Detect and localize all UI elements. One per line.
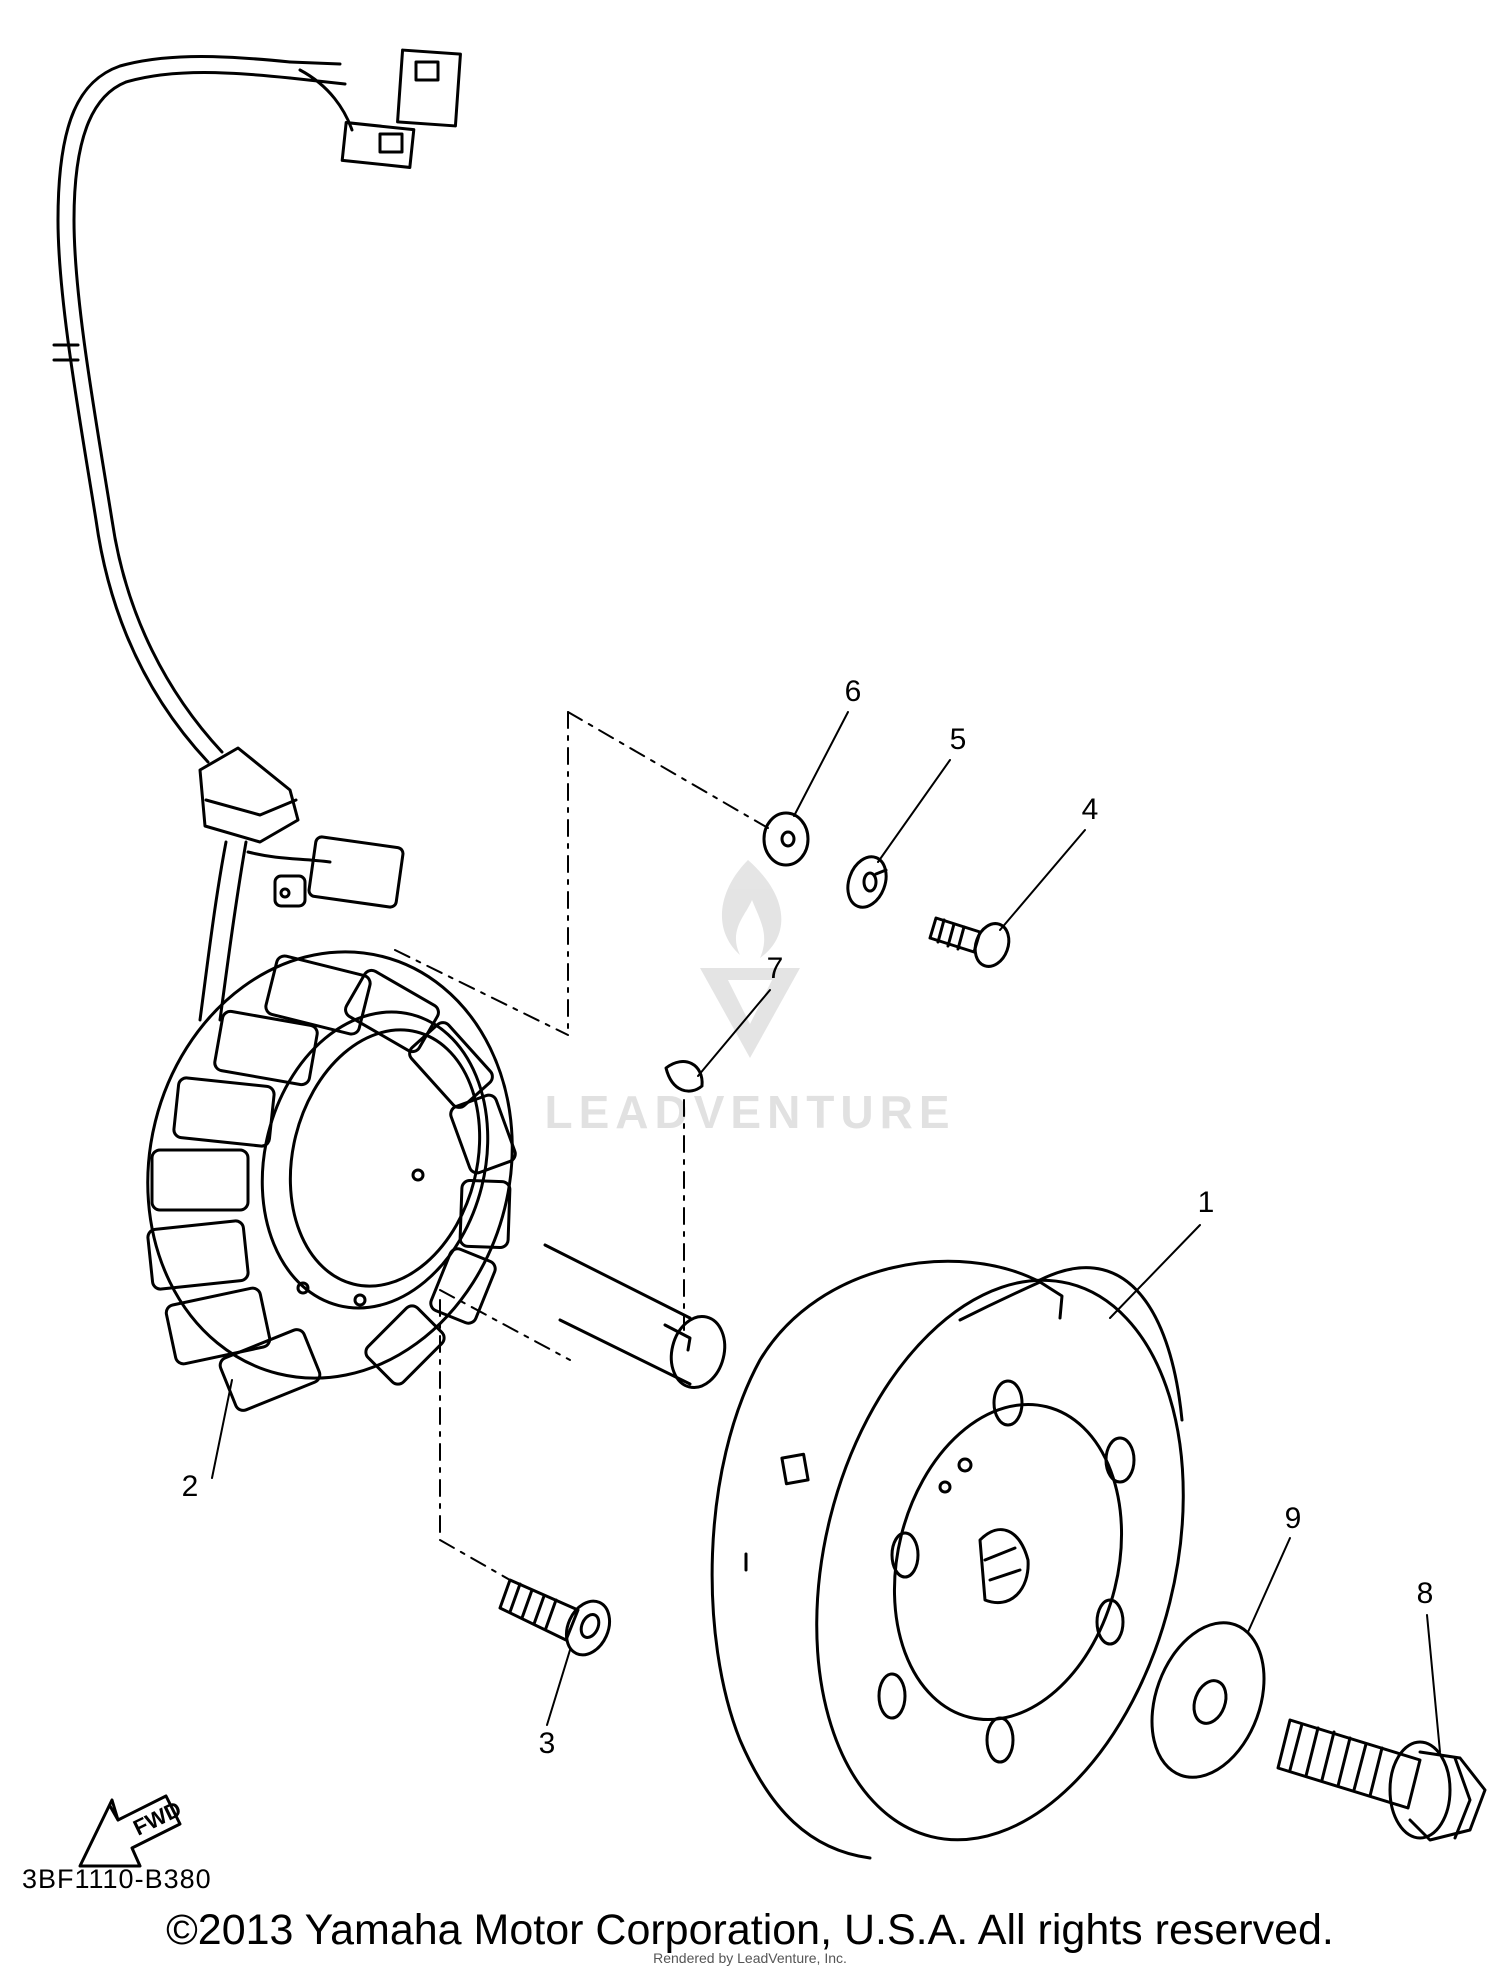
callout-numbers: 1 2 3 4 5 6 7 8 9: [182, 675, 1434, 1760]
forward-arrow-icon: [78, 1794, 182, 1868]
lockwasher-part-5: [846, 855, 888, 909]
drawing-code: 3BF1110-B380: [22, 1864, 212, 1894]
copyright-notice: ©2013 Yamaha Motor Corporation, U.S.A. A…: [166, 1906, 1334, 1954]
woodruff-key-part-7: [664, 1060, 704, 1093]
crankshaft-stub: [543, 1243, 727, 1389]
flame-icon: [721, 860, 782, 958]
stator-assembly: [146, 950, 517, 1412]
callout-1: 1: [1198, 1186, 1215, 1219]
callout-2: 2: [182, 1470, 199, 1503]
watermark-text: LEADVENTURE: [544, 1086, 955, 1138]
callout-8: 8: [1417, 1577, 1434, 1610]
callout-3: 3: [539, 1727, 556, 1760]
washer-part-6: [762, 811, 810, 867]
callout-7: 7: [767, 952, 784, 985]
wire-harness: [52, 48, 462, 1022]
callout-6: 6: [845, 675, 862, 708]
screw-part-4: [928, 916, 1011, 968]
callout-5: 5: [950, 723, 967, 756]
bolt-part-8: [1276, 1718, 1487, 1842]
leader-lines: [211, 711, 1441, 1753]
washer-part-9: [1150, 1621, 1266, 1779]
v-mark-icon: [700, 968, 800, 1058]
leadventure-watermark: LEADVENTURE: [544, 860, 955, 1138]
render-note: Rendered by LeadVenture, Inc.: [653, 1950, 847, 1966]
assembly-guide-lines: [394, 711, 769, 1581]
flywheel-rotor: [710, 1259, 1185, 1860]
callout-9: 9: [1285, 1502, 1302, 1535]
screw-part-3: [498, 1578, 612, 1657]
callout-4: 4: [1082, 793, 1099, 826]
